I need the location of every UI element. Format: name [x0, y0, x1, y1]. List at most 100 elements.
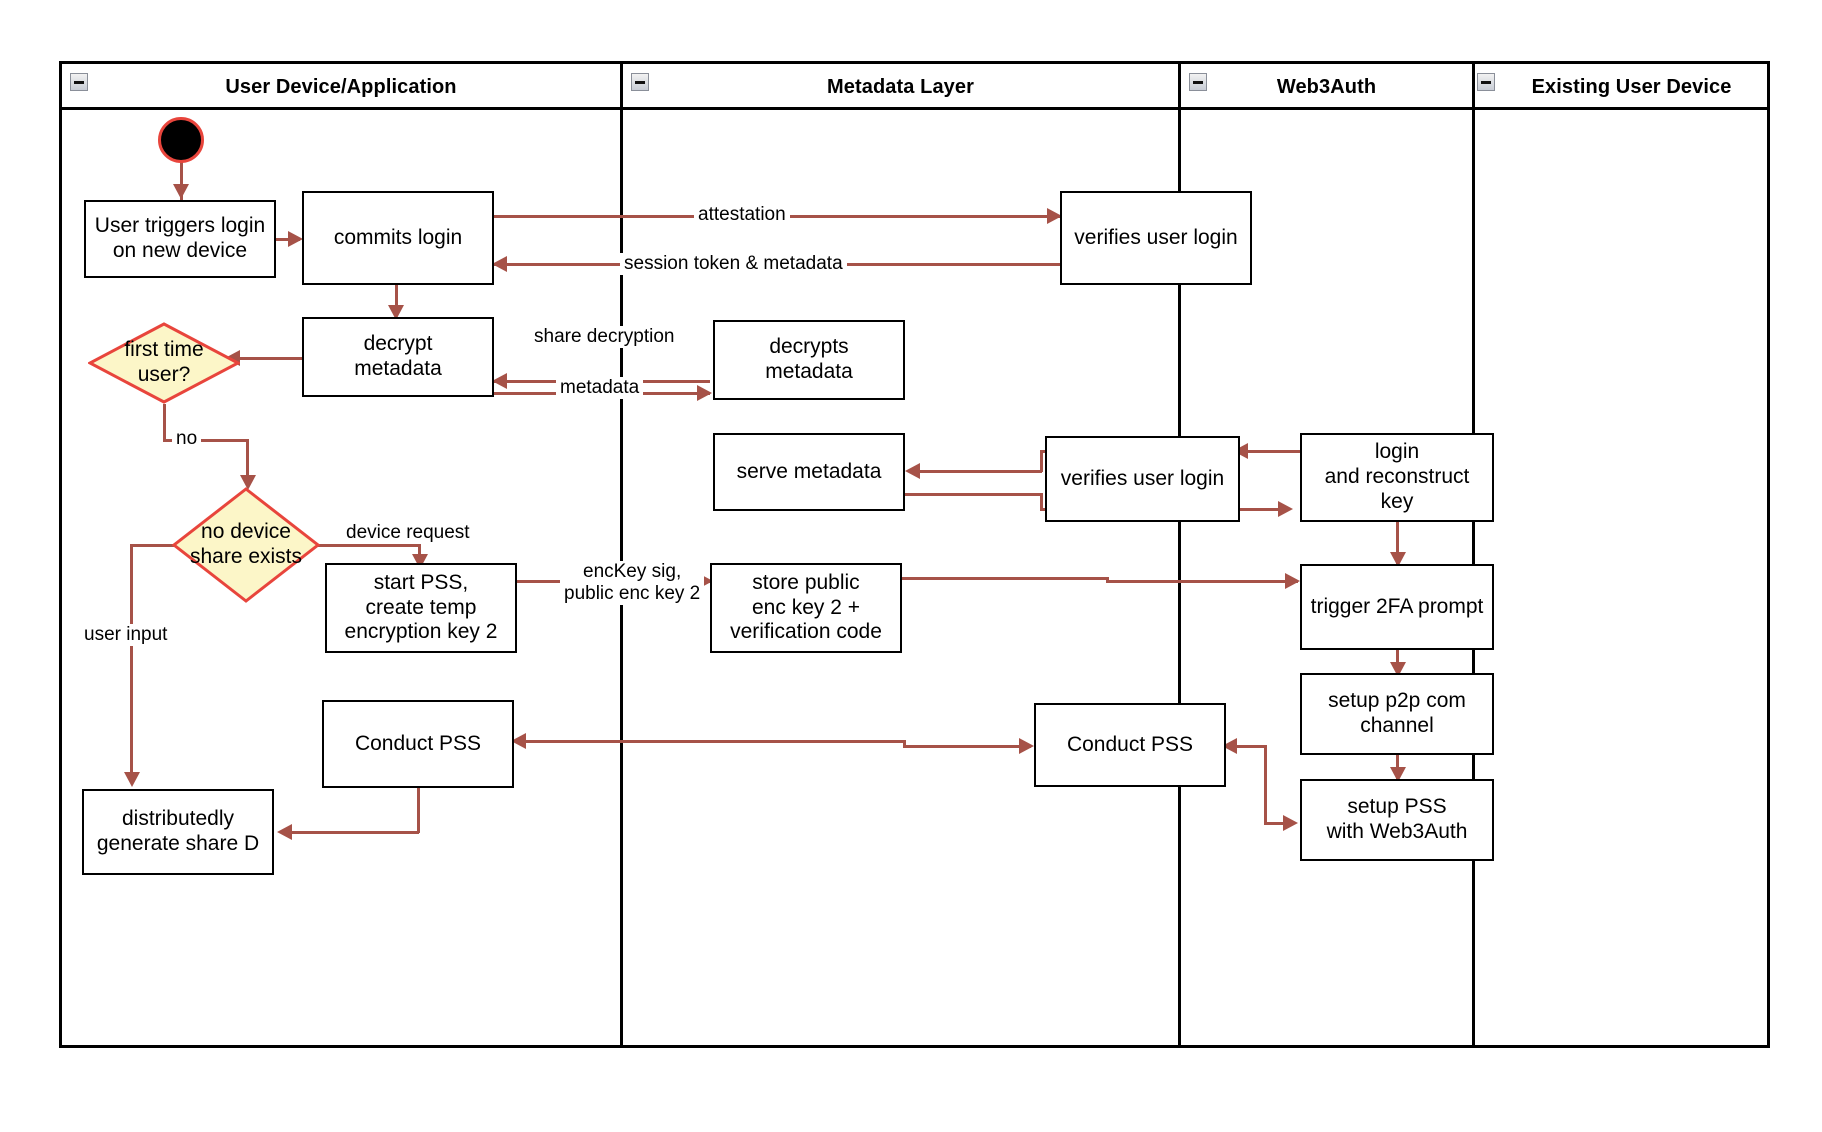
arrowhead-verifies2-to-existing	[1278, 501, 1293, 517]
edge-verifies2-to-serve-v	[1040, 450, 1043, 472]
node-label-line1: decrypt	[363, 332, 433, 356]
node-label-line3: verification code	[730, 620, 882, 644]
decision-diamond-shape	[88, 322, 240, 404]
node-store-public-enc-key[interactable]: store public enc key 2 + verification co…	[710, 563, 902, 653]
node-decrypt-metadata[interactable]: decrypt metadata	[302, 317, 494, 397]
arrowhead-conductpss-left	[511, 733, 526, 749]
node-label: Conduct PSS	[354, 731, 482, 755]
edge-device-request-h	[317, 544, 420, 547]
node-label-line1: setup p2p com	[1328, 689, 1466, 713]
lane-title: Existing User Device	[1531, 75, 1732, 98]
edge-conductpss-h-left	[520, 740, 905, 743]
lane-divider-1	[620, 64, 623, 1048]
arrowhead-verifies2-to-serve	[905, 463, 920, 479]
edge-decrypt-to-firsttime-h	[228, 357, 303, 360]
node-label-line2: metadata	[765, 360, 853, 383]
edge-serve-to-verifies2-v	[1040, 493, 1043, 511]
lane-header-row	[62, 64, 1767, 110]
arrowhead-start-to-trigger	[173, 184, 189, 199]
edge-store-to-2fa-h2	[1106, 580, 1298, 583]
edge-conductpss-h-right	[903, 745, 1031, 748]
edge-existing-to-2fa-v	[1396, 522, 1399, 564]
edge-label-share-decryption: share decryption	[530, 326, 679, 348]
node-setup-pss-web3auth[interactable]: setup PSS with Web3Auth	[1300, 779, 1494, 861]
minus-collapse-icon[interactable]	[631, 73, 649, 91]
lane-header-existing-user-device[interactable]: Existing User Device	[1475, 64, 1768, 110]
edge-serve-to-verifies2-h1	[902, 493, 1042, 496]
arrowhead-existing-to-2fa	[1390, 552, 1406, 567]
edge-label-device-request: device request	[342, 522, 474, 544]
minus-collapse-icon[interactable]	[1189, 73, 1207, 91]
lane-title: Web3Auth	[1276, 75, 1377, 98]
lane-title: User Device/Application	[225, 75, 457, 98]
node-decrypts-metadata[interactable]: decrypts metadata	[713, 320, 905, 400]
node-label-line2: enc key 2 +	[752, 595, 860, 619]
node-label: Conduct PSS	[1066, 732, 1194, 756]
node-label-line2: generate share D	[96, 832, 260, 855]
node-conduct-pss-web3auth[interactable]: Conduct PSS	[1034, 703, 1226, 787]
edge-user-input-v	[130, 544, 133, 782]
node-commits-login[interactable]: commits login	[302, 191, 494, 285]
node-trigger-2fa-prompt[interactable]: trigger 2FA prompt	[1300, 564, 1494, 650]
node-label: commits login	[333, 225, 463, 249]
node-label-line2: user?	[137, 363, 191, 386]
node-verifies-user-login-2[interactable]: verifies user login	[1045, 436, 1240, 522]
arrowhead-no	[240, 475, 256, 490]
edge-conductpss-v	[903, 740, 906, 747]
arrowhead-pssweb3-to-setuppss	[1283, 815, 1298, 831]
lane-header-web3auth[interactable]: Web3Auth	[1181, 64, 1472, 110]
arrowhead-store-to-2fa	[1285, 573, 1300, 589]
minus-collapse-icon[interactable]	[70, 73, 88, 91]
node-label-line1: no device	[201, 520, 291, 544]
edge-user-input-h	[130, 544, 182, 547]
node-no-device-share-exists[interactable]: no device share exists	[172, 487, 320, 603]
edge-pssuser-to-shared-v	[417, 788, 420, 833]
start-node	[158, 117, 204, 163]
node-label-line1: login	[1374, 440, 1420, 464]
node-label: verifies user login	[1074, 225, 1238, 249]
node-first-time-user[interactable]: first time user?	[88, 322, 240, 404]
edge-pss-bridge-h-top	[1232, 745, 1266, 748]
edge-no-h	[163, 439, 248, 442]
node-label-line1: setup PSS	[1347, 795, 1447, 819]
edge-label-enckey: encKey sig, public enc key 2	[560, 561, 705, 605]
lane-header-metadata-layer[interactable]: Metadata Layer	[623, 64, 1178, 110]
arrowhead-user-input	[124, 772, 140, 787]
node-serve-metadata[interactable]: serve metadata	[713, 433, 905, 511]
lane-header-user-device-application[interactable]: User Device/Application	[62, 64, 620, 110]
edge-label-user-input: user input	[80, 624, 172, 646]
node-setup-p2p-channel[interactable]: setup p2p com channel	[1300, 673, 1494, 755]
edge-label-metadata: metadata	[556, 377, 644, 399]
edge-existing-to-verifies2-h	[1245, 450, 1302, 453]
edge-pss-bridge-v	[1264, 745, 1267, 824]
arrowhead-session-token	[492, 256, 507, 272]
node-label: verifies user login	[1060, 466, 1225, 490]
edge-label-session-token: session token & metadata	[620, 253, 847, 275]
edge-no-v1	[163, 404, 166, 441]
edge-pssuser-to-shared-h	[290, 831, 419, 834]
node-label-line1: first time	[124, 338, 204, 362]
node-label-line2: and reconstruct key	[1324, 465, 1470, 513]
arrowhead-commits-to-decrypt	[388, 305, 404, 320]
node-label-line1: start PSS,	[373, 570, 469, 594]
arrowhead-metadata	[492, 373, 507, 389]
decision-diamond-shape	[172, 487, 320, 603]
node-start-pss[interactable]: start PSS, create temp encryption key 2	[325, 563, 517, 653]
minus-collapse-icon[interactable]	[1477, 73, 1495, 91]
node-verifies-user-login-1[interactable]: verifies user login	[1060, 191, 1252, 285]
edge-start-to-trigger-v	[180, 160, 183, 200]
node-label: serve metadata	[736, 459, 882, 483]
edge-pss-bridge-h-bottom	[1264, 822, 1294, 825]
node-label: trigger 2FA prompt	[1310, 594, 1484, 618]
edge-verifies2-to-existing-h	[1240, 508, 1288, 511]
node-login-reconstruct-key[interactable]: login and reconstruct key	[1300, 433, 1494, 522]
node-conduct-pss-user[interactable]: Conduct PSS	[322, 700, 514, 788]
node-label-line2: metadata	[354, 357, 442, 380]
node-label-line2: on new device	[112, 239, 248, 262]
node-generate-share-d[interactable]: distributedly generate share D	[82, 789, 274, 875]
edge-label-attestation: attestation	[694, 204, 790, 226]
arrowhead-conductpss-right	[1019, 738, 1034, 754]
edge-store-to-2fa-h1	[898, 577, 1108, 580]
node-user-triggers-login[interactable]: User triggers login on new device	[84, 200, 276, 278]
